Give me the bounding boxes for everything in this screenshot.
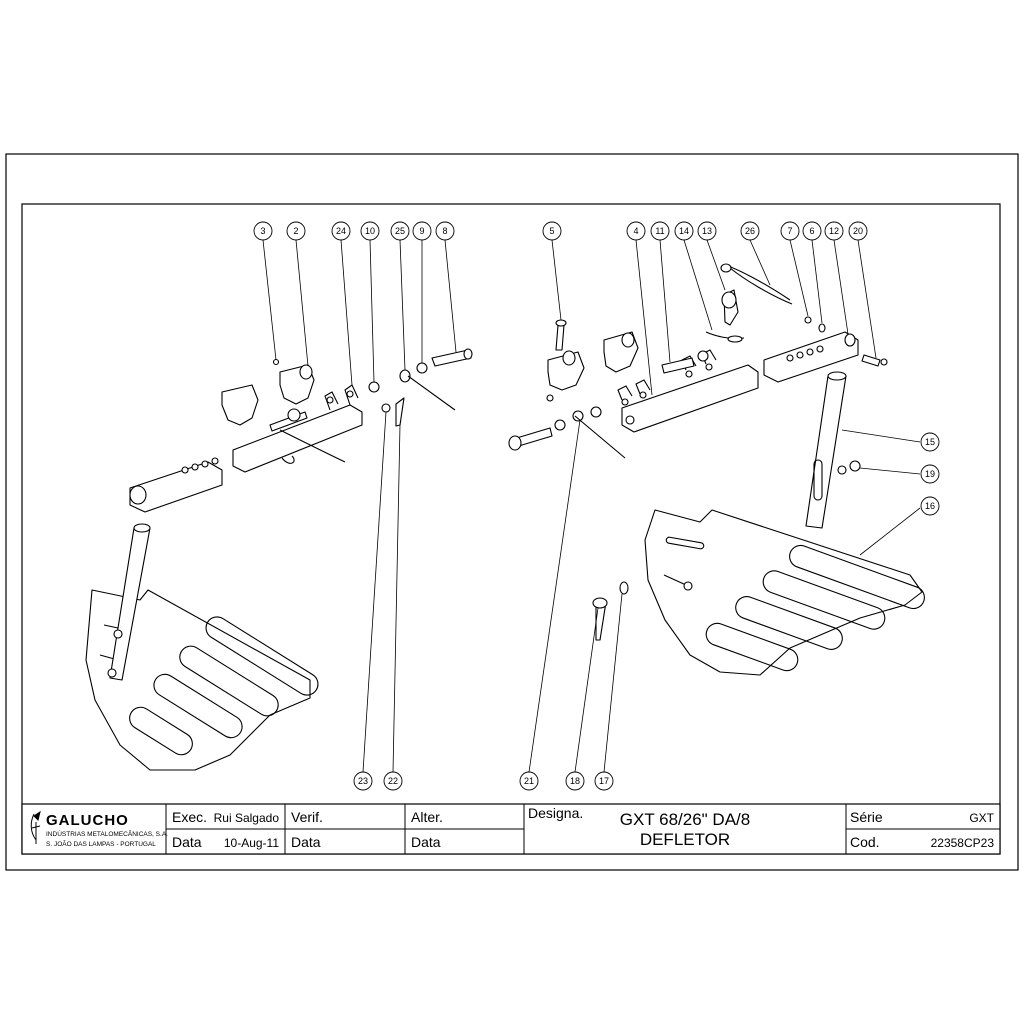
callout-6: 6 [802, 221, 822, 241]
svg-text:9: 9 [419, 226, 424, 236]
callout-18: 18 [565, 771, 585, 791]
svg-text:17: 17 [599, 776, 609, 786]
right-leaders [528, 239, 921, 773]
svg-text:19: 19 [925, 469, 935, 479]
exec-label: Exec. [172, 809, 207, 825]
callout-23: 23 [353, 771, 373, 791]
svg-text:12: 12 [829, 226, 839, 236]
svg-text:20: 20 [853, 226, 863, 236]
right-main-tube [621, 364, 759, 433]
data-label-3: Data [411, 834, 441, 850]
logo-emblem-icon [30, 810, 41, 844]
callout-5: 5 [542, 221, 562, 241]
svg-text:2: 2 [293, 226, 298, 236]
callout-24: 24 [331, 221, 351, 241]
callout-8: 8 [435, 221, 455, 241]
svg-text:24: 24 [336, 226, 346, 236]
svg-text:13: 13 [702, 226, 712, 236]
svg-text:6: 6 [809, 226, 814, 236]
callout-20: 20 [848, 221, 868, 241]
left-assembly [85, 348, 473, 771]
callout-3: 3 [253, 221, 273, 241]
svg-text:5: 5 [549, 226, 554, 236]
svg-text:16: 16 [925, 501, 935, 511]
callout-15: 15 [920, 432, 940, 452]
designa-label: Designa. [528, 805, 583, 821]
exec-value: Rui Salgado [214, 811, 280, 825]
callout-4: 4 [626, 221, 646, 241]
callout-9: 9 [412, 221, 432, 241]
serie-label: Série [850, 809, 883, 825]
company-line2: S. JOÃO DAS LAMPAS - PORTUGAL [46, 839, 156, 848]
right-deflector-plate [644, 509, 923, 676]
right-plate-slots [705, 544, 925, 672]
callout-11: 11 [650, 221, 670, 241]
svg-text:4: 4 [633, 226, 638, 236]
left-clamp-a [221, 384, 259, 426]
verif-label: Verif. [291, 809, 323, 825]
right-extension-tube [763, 331, 859, 383]
callout-25: 25 [390, 221, 410, 241]
right-assembly [508, 263, 925, 676]
svg-text:21: 21 [524, 776, 534, 786]
svg-text:14: 14 [679, 226, 689, 236]
drawing-title-line2: DEFLETOR [640, 830, 730, 849]
callout-bubbles: 3 2 24 10 25 9 8 5 4 11 14 13 26 7 6 12 … [253, 221, 940, 791]
right-clamp-a [547, 351, 585, 391]
callout-14: 14 [674, 221, 694, 241]
data-label-1: Data [172, 834, 202, 850]
callout-10: 10 [360, 221, 380, 241]
callout-2: 2 [286, 221, 306, 241]
data-value: 10-Aug-11 [224, 836, 279, 850]
svg-text:8: 8 [442, 226, 447, 236]
data-label-2: Data [291, 834, 321, 850]
company-line1: INDÚSTRIAS METALOMECÂNICAS, S.A. [46, 829, 168, 838]
left-deflector-plate [85, 589, 311, 771]
left-leaders [262, 239, 457, 773]
right-shaft [805, 375, 847, 529]
svg-text:3: 3 [260, 226, 265, 236]
serie-value: GXT [969, 811, 994, 825]
svg-text:26: 26 [745, 226, 755, 236]
callout-19: 19 [920, 464, 940, 484]
svg-text:10: 10 [365, 226, 375, 236]
callout-22: 22 [383, 771, 403, 791]
svg-text:15: 15 [925, 437, 935, 447]
company-logo: GALUCHO INDÚSTRIAS METALOMECÂNICAS, S.A.… [30, 810, 168, 848]
svg-text:25: 25 [395, 226, 405, 236]
callout-21: 21 [519, 771, 539, 791]
left-plate-slots [129, 616, 319, 756]
cod-label: Cod. [850, 834, 880, 850]
svg-text:23: 23 [358, 776, 368, 786]
svg-text:7: 7 [787, 226, 792, 236]
cod-value: 22358CP23 [931, 836, 995, 850]
drawing-title-line1: GXT 68/26" DA/8 [620, 810, 750, 829]
svg-text:22: 22 [388, 776, 398, 786]
callout-26: 26 [740, 221, 760, 241]
outer-border [5, 153, 1019, 871]
callout-13: 13 [697, 221, 717, 241]
callout-16: 16 [920, 496, 940, 516]
title-block: GALUCHO INDÚSTRIAS METALOMECÂNICAS, S.A.… [21, 803, 1001, 855]
svg-text:11: 11 [655, 226, 664, 236]
company-name: GALUCHO [46, 812, 129, 829]
left-lower-tube [129, 461, 223, 513]
svg-text:18: 18 [570, 776, 580, 786]
callout-7: 7 [780, 221, 800, 241]
alter-label: Alter. [411, 809, 443, 825]
callout-12: 12 [824, 221, 844, 241]
callout-17: 17 [594, 771, 614, 791]
